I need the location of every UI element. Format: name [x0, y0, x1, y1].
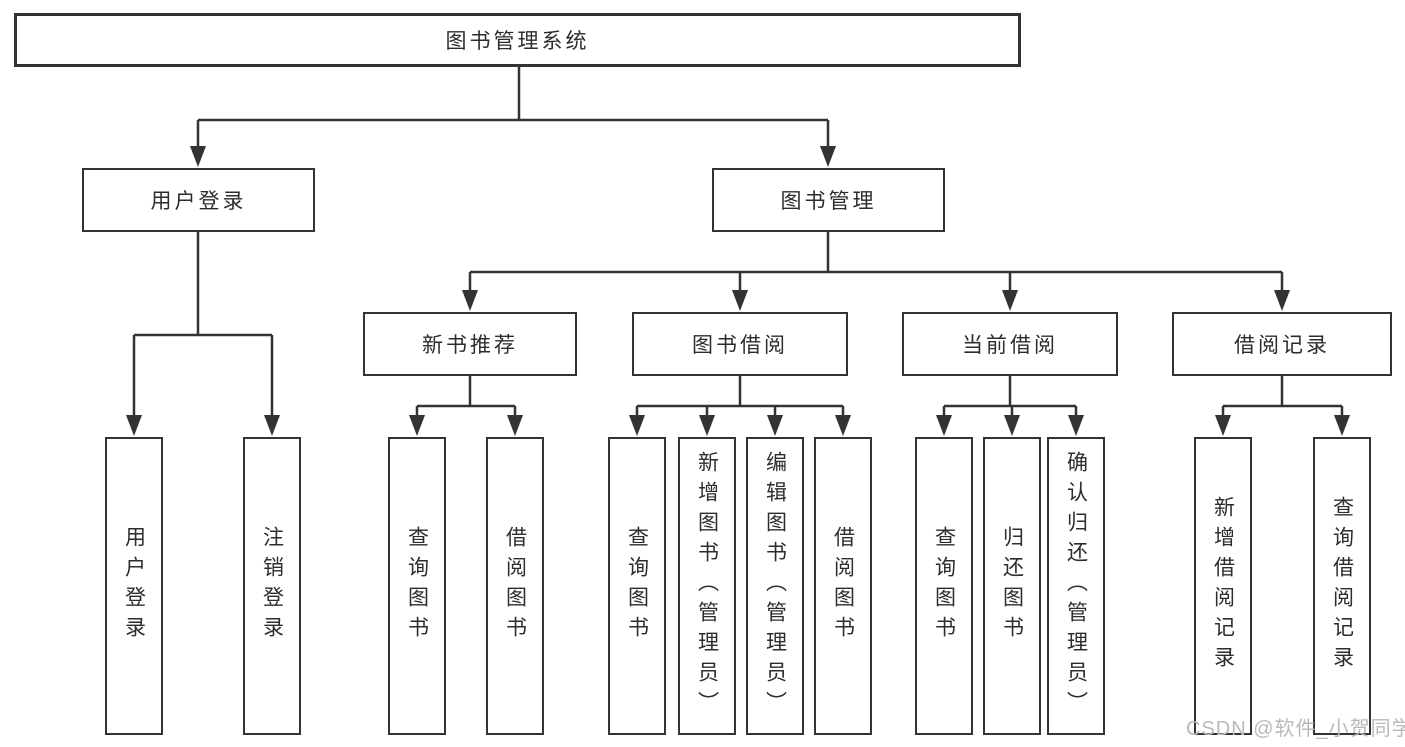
node-book-borrow-label: 图书借阅 — [692, 334, 788, 357]
node-leaf-borrow-books-rec: 借阅图书 — [486, 437, 544, 735]
node-leaf-add-book-admin: 新增图书（管理员） — [678, 437, 736, 735]
connector-current-borrow-to-leaves — [936, 376, 1084, 436]
node-leaf-query-books-borrow: 查询图书 — [608, 437, 666, 735]
node-book-borrow: 图书借阅 — [632, 312, 848, 376]
node-current-borrow: 当前借阅 — [902, 312, 1118, 376]
node-new-book-rec-label: 新书推荐 — [422, 334, 518, 357]
leaf-label: 查询图书 — [932, 526, 956, 646]
leaf-label: 用户登录 — [122, 526, 146, 646]
node-book-mgmt: 图书管理 — [712, 168, 945, 232]
leaf-label: 新增借阅记录 — [1211, 496, 1235, 676]
connector-root-to-level2 — [190, 66, 836, 167]
leaf-label: 注销登录 — [260, 526, 284, 646]
connector-book-mgmt-to-level3 — [462, 232, 1290, 311]
node-borrow-records-label: 借阅记录 — [1234, 334, 1330, 357]
connector-borrow-records-to-leaves — [1215, 376, 1350, 436]
leaf-label: 归还图书 — [1000, 526, 1024, 646]
node-borrow-records: 借阅记录 — [1172, 312, 1392, 376]
node-root: 图书管理系统 — [14, 13, 1021, 67]
node-book-mgmt-label: 图书管理 — [780, 190, 877, 213]
leaf-label: 确认归还（管理员） — [1064, 451, 1088, 721]
leaf-label: 查询图书 — [625, 526, 649, 646]
watermark: CSDN @软件_小贺同学 — [1186, 718, 1405, 740]
node-leaf-query-borrow-record: 查询借阅记录 — [1313, 437, 1371, 735]
connector-user-login-to-leaves — [126, 232, 280, 436]
leaf-label: 新增图书（管理员） — [695, 451, 719, 721]
connector-book-borrow-to-leaves — [629, 376, 851, 436]
leaf-label: 借阅图书 — [503, 526, 527, 646]
node-root-label: 图书管理系统 — [445, 30, 590, 53]
node-current-borrow-label: 当前借阅 — [962, 334, 1058, 357]
node-leaf-return-book: 归还图书 — [983, 437, 1041, 735]
node-user-login-label: 用户登录 — [150, 190, 247, 213]
leaf-label: 借阅图书 — [831, 526, 855, 646]
node-leaf-borrow-book: 借阅图书 — [814, 437, 872, 735]
node-leaf-query-books-current: 查询图书 — [915, 437, 973, 735]
leaf-label: 查询借阅记录 — [1330, 496, 1354, 676]
node-user-login: 用户登录 — [82, 168, 315, 232]
leaf-label: 编辑图书（管理员） — [763, 451, 787, 721]
node-leaf-confirm-return-admin: 确认归还（管理员） — [1047, 437, 1105, 735]
leaf-label: 查询图书 — [405, 526, 429, 646]
node-leaf-user-login: 用户登录 — [105, 437, 163, 735]
node-leaf-query-books-rec: 查询图书 — [388, 437, 446, 735]
connector-new-book-rec-to-leaves — [409, 376, 523, 436]
node-new-book-rec: 新书推荐 — [363, 312, 577, 376]
node-leaf-edit-book-admin: 编辑图书（管理员） — [746, 437, 804, 735]
node-leaf-add-borrow-record: 新增借阅记录 — [1194, 437, 1252, 735]
node-leaf-logout: 注销登录 — [243, 437, 301, 735]
